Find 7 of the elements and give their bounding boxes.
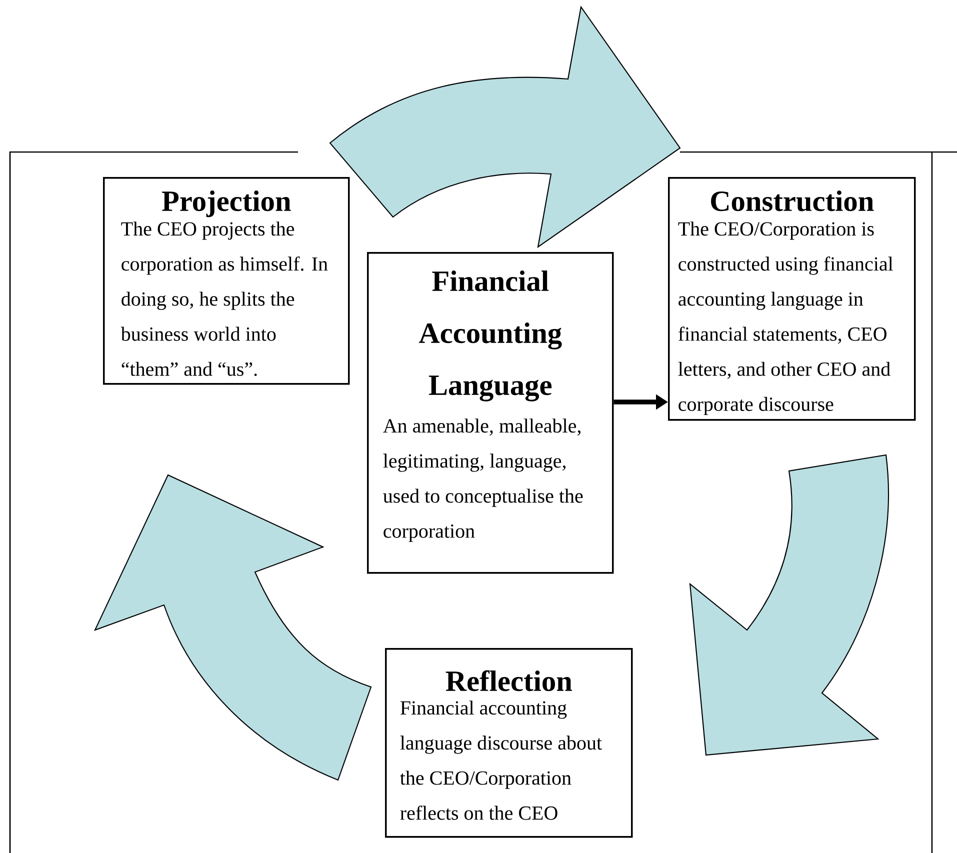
text-box: Financial Accounting Language An amenable, malleable, legitimating, language, used to conceptualise the corporation	[367, 252, 614, 574]
text-box: Construction The CEO/Corporation is constructed using financial accounting language in financial statements, CEO letters, and other CEO and corporate discourse	[668, 177, 916, 421]
curved-block-arrow	[329, 6, 681, 248]
text-box: Reflection Financial accounting language discourse about the CEO/Corporation reflects on the CEO	[385, 648, 633, 838]
curved-block-arrow	[689, 454, 889, 756]
curved-block-arrow	[94, 474, 372, 781]
text-box: Projection The CEO projects the corporation as himself. In doing so, he splits the business world into “them” and “us”.	[103, 177, 350, 385]
